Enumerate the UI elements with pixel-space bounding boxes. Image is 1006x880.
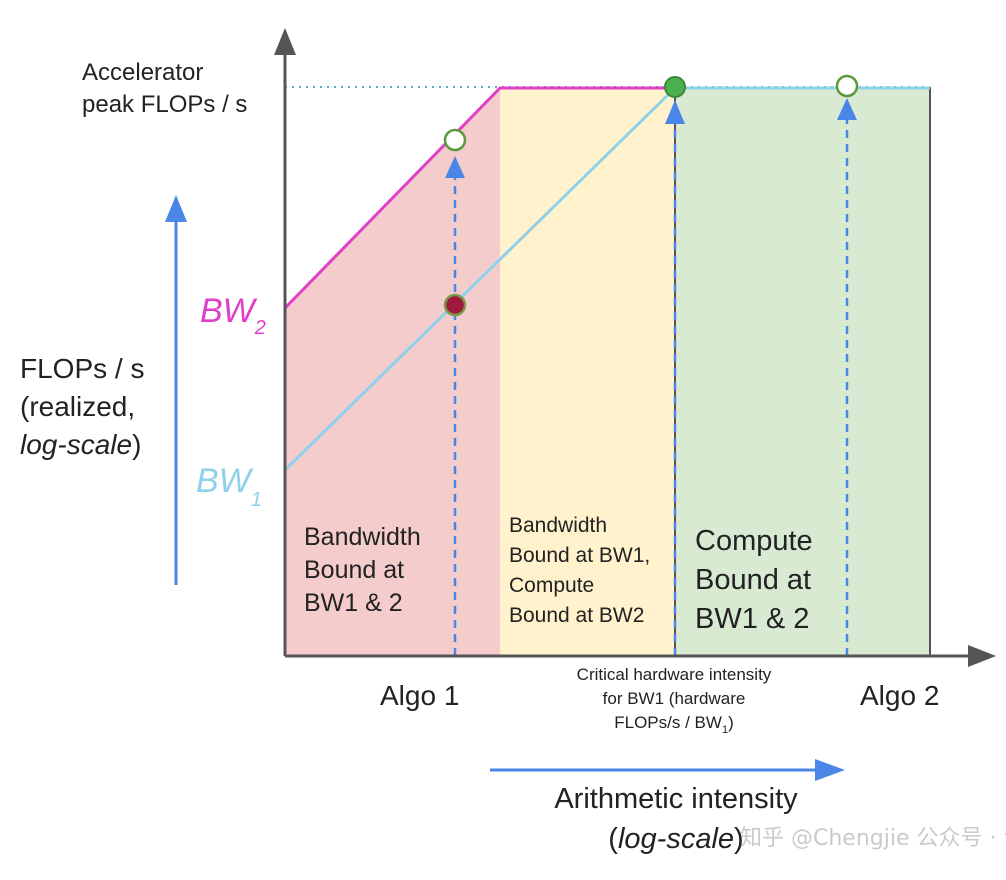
red-region-label-line1: Bandwidth [304,523,421,551]
critical-label-line1: Critical hardware intensity [577,665,772,684]
algo2-arrow-head [837,98,857,120]
bw2-label: BW2 [200,292,266,339]
y-axis-label-line3: log-scale) [20,429,141,460]
critical-label-line3: FLOPs/s / BW1) [614,713,733,736]
critical-label-line2: for BW1 (hardware [603,689,746,708]
x-axis-label-line2: (log-scale) [608,823,743,855]
yellow-region-label-line3: Compute [509,574,594,597]
algo2-point [835,74,859,98]
green-region-label-line1: Compute [695,525,813,557]
critical-point [664,76,686,98]
y-axis-arrow-head [274,28,296,55]
x-axis-arrow-head [968,645,996,667]
yellow-region-label-line1: Bandwidth [509,514,607,537]
yellow-region-label-line4: Bound at BW2 [509,604,644,627]
peak-label-line2: peak FLOPs / s [82,91,247,118]
y-axis-label-line1: FLOPs / s [20,353,144,384]
green-region-label-line2: Bound at [695,564,811,596]
watermark-text: 知乎 @Chengjie 公众号 · 青稞AI [740,826,1006,851]
algo1-bw1-point [443,293,467,317]
yellow-region-label-line2: Bound at BW1, [509,544,650,567]
bw1-label: BW1 [196,462,262,511]
peak-label-line1: Accelerator [82,59,203,86]
algo1-bw2-point [443,128,467,152]
algo1-arrow-head [445,156,465,178]
y-direction-arrow-head [165,195,187,222]
green-region-label-line3: BW1 & 2 [695,603,809,635]
compute-bound-region [675,88,930,656]
algo2-label: Algo 2 [860,680,939,711]
x-axis-label-line1: Arithmetic intensity [554,783,798,815]
red-region-label-line3: BW1 & 2 [304,589,403,617]
mixed-bound-region [500,88,675,656]
algo1-label: Algo 1 [380,680,459,711]
y-axis-label-line2: (realized, [20,391,135,422]
x-direction-arrow-head [815,759,845,781]
red-region-label-line2: Bound at [304,556,404,584]
critical-arrow-head [665,100,685,124]
